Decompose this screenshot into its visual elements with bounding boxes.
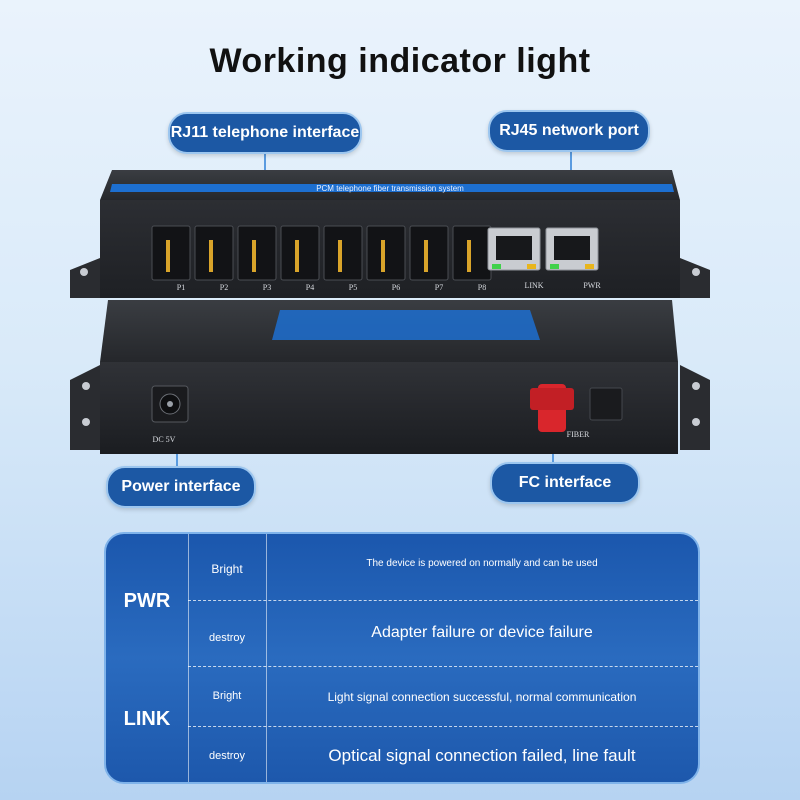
link-label: LINK bbox=[524, 281, 543, 290]
pwr-bright-desc: The device is powered on normally and ca… bbox=[366, 558, 598, 569]
row-divider bbox=[188, 726, 698, 727]
pwr-destroy-state: destroy bbox=[208, 632, 246, 644]
rj45-callout-label: RJ45 network port bbox=[499, 122, 639, 139]
port-label: P3 bbox=[263, 283, 271, 292]
link-bright-state: Bright bbox=[212, 690, 242, 702]
group-label-link: LINK bbox=[123, 708, 171, 730]
indicator-table: PWR LINK Bright The device is powered on… bbox=[104, 532, 700, 784]
led-yellow bbox=[527, 264, 536, 269]
mount-hole bbox=[692, 418, 700, 426]
rear-unit: DC 5V FIBER bbox=[70, 300, 710, 454]
power-callout: Power interface bbox=[106, 466, 256, 508]
mount-hole bbox=[82, 382, 90, 390]
link-destroy-state: destroy bbox=[208, 750, 246, 762]
page-title: Working indicator light bbox=[209, 42, 591, 80]
fc-callout: FC interface bbox=[490, 462, 640, 504]
led-green bbox=[550, 264, 559, 269]
link-destroy-desc: Optical signal connection failed, line f… bbox=[328, 746, 636, 765]
link-bright-desc: Light signal connection successful, norm… bbox=[327, 690, 637, 704]
front-banner: PCM telephone fiber transmission system bbox=[316, 184, 464, 193]
pwr-label: PWR bbox=[583, 281, 601, 290]
mount-hole bbox=[82, 418, 90, 426]
rj11-callout-label: RJ11 telephone interface bbox=[170, 124, 360, 141]
fc-callout-label: FC interface bbox=[518, 474, 612, 491]
port-label: P2 bbox=[220, 283, 228, 292]
rj45-ports: LINK PWR bbox=[487, 227, 601, 290]
rj11-callout: RJ11 telephone interface bbox=[168, 112, 362, 154]
column-divider bbox=[188, 534, 189, 782]
group-label-pwr: PWR bbox=[123, 590, 171, 612]
front-unit: PCM telephone fiber transmission system … bbox=[70, 170, 710, 298]
port-label: P8 bbox=[478, 283, 486, 292]
fiber-label: FIBER bbox=[567, 430, 590, 439]
port-label: P4 bbox=[306, 283, 314, 292]
power-callout-label: Power interface bbox=[121, 478, 241, 495]
port-label: P1 bbox=[177, 283, 185, 292]
device-illustration: DC 5V FIBER PCM telephone fiber transmis… bbox=[70, 170, 710, 454]
row-divider bbox=[188, 600, 698, 601]
pwr-bright-state: Bright bbox=[211, 562, 243, 576]
led-green bbox=[492, 264, 501, 269]
column-divider bbox=[266, 534, 267, 782]
port-label: P5 bbox=[349, 283, 357, 292]
mount-hole bbox=[80, 268, 88, 276]
rj11-ports: P1 P2 P3 P4 P5 P6 P7 P8 bbox=[151, 225, 492, 292]
mount-hole bbox=[692, 382, 700, 390]
group-divider bbox=[188, 666, 698, 667]
port-label: P7 bbox=[435, 283, 443, 292]
rj45-callout: RJ45 network port bbox=[488, 110, 650, 152]
mount-hole bbox=[692, 268, 700, 276]
led-yellow bbox=[585, 264, 594, 269]
pwr-destroy-desc: Adapter failure or device failure bbox=[371, 624, 593, 641]
dc-label: DC 5V bbox=[153, 435, 176, 444]
port-label: P6 bbox=[392, 283, 400, 292]
